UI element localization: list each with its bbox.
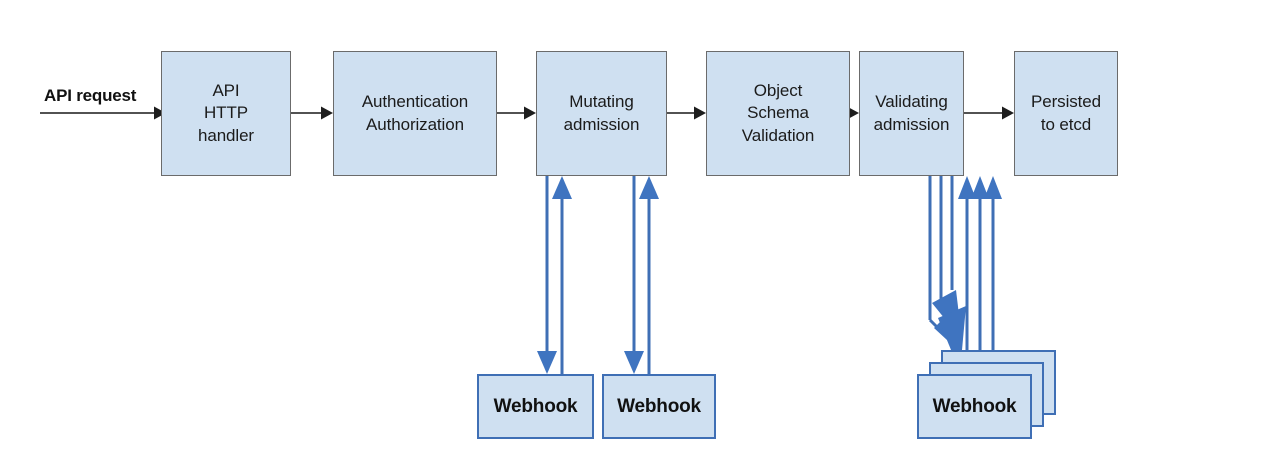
arrow-auth-to-mutating — [497, 106, 536, 120]
arrow-mutating-to-schema — [667, 106, 706, 120]
node-validating-admission[interactable]: Validating admission — [859, 51, 964, 176]
node-object-schema-validation[interactable]: Object Schema Validation — [706, 51, 850, 176]
arrow-validating-to-webhook-1 — [928, 175, 960, 352]
arrow-webhook-2-to-validating — [971, 176, 989, 374]
node-persisted-to-etcd[interactable]: Persisted to etcd — [1014, 51, 1118, 176]
node-mutating-webhook-1[interactable]: Webhook — [477, 374, 594, 439]
arrow-webhook-1-to-mutating — [552, 176, 572, 374]
arrow-api-request — [40, 106, 166, 120]
arrow-mutating-to-webhook-2 — [624, 175, 644, 374]
arrow-webhook-2-to-mutating — [639, 176, 659, 374]
node-validating-webhook-front[interactable]: Webhook — [917, 374, 1032, 439]
node-authentication-authorization[interactable]: Authentication Authorization — [333, 51, 497, 176]
arrow-validating-to-webhook-2 — [932, 175, 962, 340]
arrow-mutating-to-webhook-1 — [537, 175, 557, 374]
api-request-label: API request — [44, 86, 137, 105]
arrow-validating-to-etcd — [964, 106, 1014, 120]
node-mutating-webhook-2[interactable]: Webhook — [602, 374, 716, 439]
arrow-validating-to-webhook-3 — [938, 175, 966, 372]
node-mutating-admission[interactable]: Mutating admission — [536, 51, 667, 176]
arrow-handler-to-auth — [291, 106, 333, 120]
arrow-webhook-1-to-validating — [958, 176, 976, 374]
node-api-http-handler[interactable]: API HTTP handler — [161, 51, 291, 176]
arrow-webhook-3-to-validating — [984, 176, 1002, 368]
